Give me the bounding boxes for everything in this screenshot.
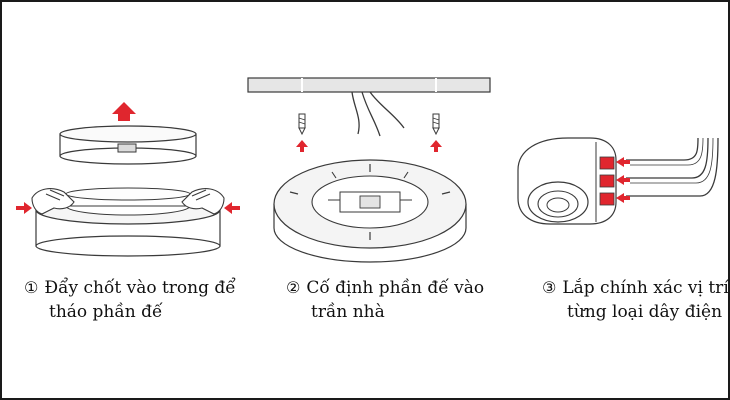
step2-right-up-arrow	[430, 140, 442, 152]
step1-caption-line2: tháo phần đế	[24, 300, 236, 324]
step2-caption-line2: trần nhà	[286, 300, 484, 324]
step2-caption: ② Cố định phần đế vào trần nhà	[286, 276, 484, 324]
step1-cover	[59, 125, 197, 165]
step3-caption-line1: ③ Lắp chính xác vị trí	[542, 276, 729, 300]
step2-wires	[351, 91, 405, 137]
step3-terminal-bottom	[599, 192, 615, 206]
step2-caption-line1: ② Cố định phần đế vào	[286, 276, 484, 300]
step1-lamp-base	[35, 187, 221, 257]
step2-number: ②	[286, 278, 301, 297]
step1-illustration	[16, 102, 240, 257]
step3-text-line2: từng loại dây điện	[567, 302, 723, 322]
step1-number: ①	[24, 278, 39, 297]
step1-right-arrow	[224, 202, 240, 214]
step3-terminal-middle	[599, 174, 615, 188]
step1-left-hand	[31, 188, 75, 215]
step2-ceiling	[247, 77, 491, 93]
step1-text-line2: tháo phần đế	[49, 302, 163, 322]
step1-left-arrow	[16, 202, 32, 214]
step2-left-up-arrow	[296, 140, 308, 152]
step1-up-arrow	[112, 102, 136, 121]
step2-base-plate	[273, 159, 467, 263]
step3-terminal-top	[599, 156, 615, 170]
step3-arrow-middle	[616, 175, 630, 185]
step3-caption-line2: từng loại dây điện	[542, 300, 728, 324]
step2-text-line2: trần nhà	[311, 302, 385, 322]
step3-caption: ③ Lắp chính xác vị trí từng loại dây điện	[542, 276, 729, 324]
step1-caption: ① Đẩy chốt vào trong để tháo phần đế	[24, 276, 236, 324]
step1-caption-line1: ① Đẩy chốt vào trong để	[24, 276, 236, 300]
step2-illustration	[247, 77, 491, 263]
step1-text-line1: Đẩy chốt vào trong để	[44, 278, 236, 298]
step3-wires	[626, 137, 719, 197]
step1-right-hand	[181, 188, 225, 215]
step3-illustration	[517, 137, 719, 225]
step3-arrow-top	[616, 157, 630, 167]
step3-driver-box	[517, 137, 617, 225]
step3-text-line1: Lắp chính xác vị trí	[562, 278, 729, 298]
step2-right-screw	[432, 113, 440, 136]
step3-arrow-bottom	[616, 193, 630, 203]
step2-left-screw	[298, 113, 306, 136]
step3-number: ③	[542, 278, 557, 297]
step2-text-line1: Cố định phần đế vào	[306, 278, 485, 298]
